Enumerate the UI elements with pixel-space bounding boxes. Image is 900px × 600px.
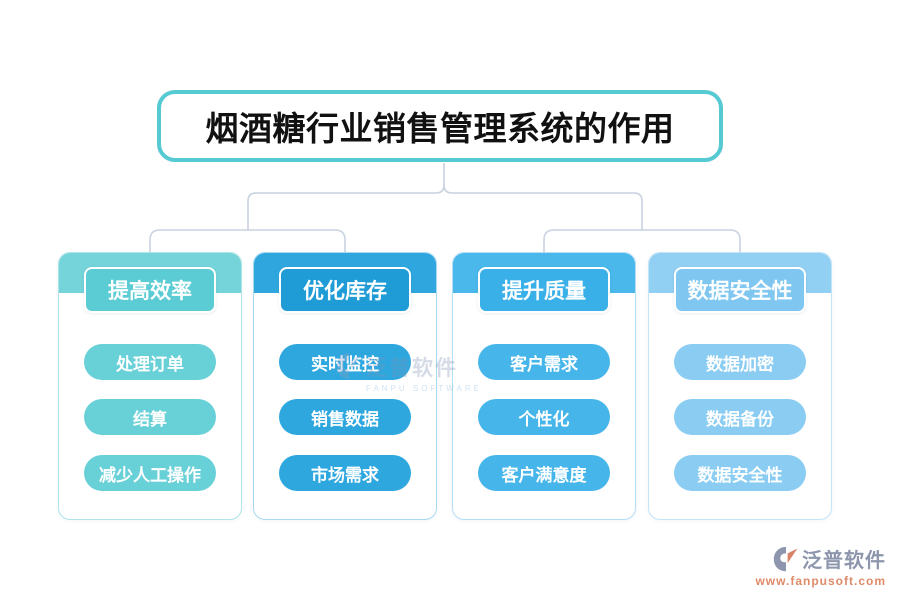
item-label: 结算	[133, 409, 167, 429]
item-pill: 实时监控	[279, 344, 411, 380]
item-label: 处理订单	[116, 354, 184, 374]
item-label: 减少人工操作	[99, 465, 201, 485]
item-pill: 减少人工操作	[84, 455, 216, 491]
branch-card-efficiency: 提高效率 处理订单 结算 减少人工操作	[58, 252, 242, 520]
diagram-title: 烟酒糖行业销售管理系统的作用	[205, 110, 675, 147]
branch-header-label: 数据安全性	[687, 280, 793, 303]
item-pill: 客户满意度	[478, 455, 610, 491]
branch-header-label: 提高效率	[108, 280, 192, 303]
item-label: 个性化	[518, 409, 570, 429]
item-pill: 市场需求	[279, 455, 411, 491]
branch-header-efficiency: 提高效率	[84, 267, 216, 313]
item-label: 市场需求	[311, 465, 379, 485]
diagram-title-box: 烟酒糖行业销售管理系统的作用	[157, 90, 723, 162]
branch-header-data-security: 数据安全性	[674, 267, 806, 313]
brand-name: 泛普软件	[802, 550, 886, 572]
item-pill: 结算	[84, 399, 216, 435]
item-label: 数据安全性	[697, 465, 783, 485]
connector-level1-right	[443, 184, 643, 230]
branch-header-label: 提升质量	[502, 280, 586, 303]
item-pill: 数据加密	[674, 344, 806, 380]
item-label: 客户需求	[510, 354, 578, 374]
branch-header-quality: 提升质量	[478, 267, 610, 313]
item-pill: 数据备份	[674, 399, 806, 435]
item-label: 数据备份	[706, 409, 774, 429]
item-pill: 个性化	[478, 399, 610, 435]
branch-card-data-security: 数据安全性 数据加密 数据备份 数据安全性	[648, 252, 832, 520]
brand-url-link[interactable]: www.fanpusoft.com	[755, 574, 886, 588]
branch-header-label: 优化库存	[303, 280, 387, 303]
item-label: 客户满意度	[501, 465, 587, 485]
connector-level2-left	[149, 229, 346, 252]
item-label: 实时监控	[311, 354, 379, 374]
item-pill: 数据安全性	[674, 455, 806, 491]
item-label: 数据加密	[706, 354, 774, 374]
item-pill: 处理订单	[84, 344, 216, 380]
brand-footer: 泛普软件 www.fanpusoft.com	[755, 544, 886, 588]
connector-level1-left	[247, 163, 445, 230]
connector-level2-right	[543, 229, 741, 252]
item-pill: 客户需求	[478, 344, 610, 380]
item-pill: 销售数据	[279, 399, 411, 435]
branch-card-inventory: 优化库存 实时监控 销售数据 市场需求	[253, 252, 437, 520]
branch-card-quality: 提升质量 客户需求 个性化 客户满意度	[452, 252, 636, 520]
item-label: 销售数据	[311, 409, 379, 429]
branch-header-inventory: 优化库存	[279, 267, 411, 313]
fanpu-logo-icon	[773, 546, 798, 571]
